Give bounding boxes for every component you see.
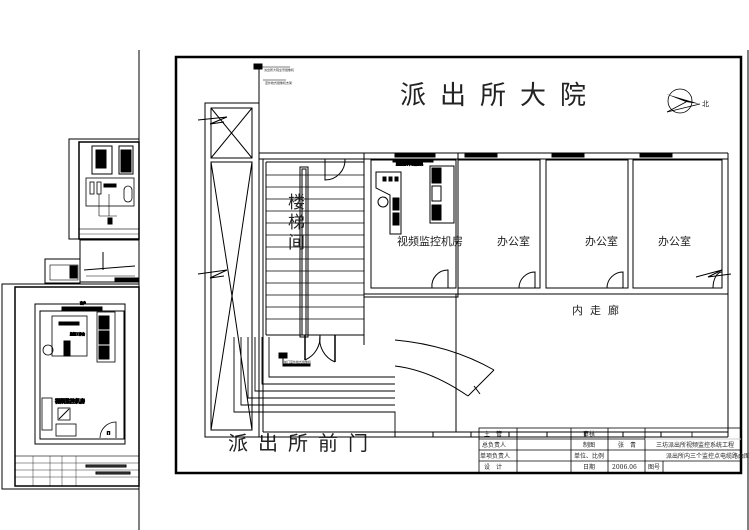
front-windows [394,431,728,438]
monitor-room [363,152,459,298]
thumb-monitor-room-label: 视频监控机房 [55,398,85,405]
sheet-border [174,55,743,475]
title-front-gate: 派出所前门 [228,431,378,455]
office-2 [545,152,629,289]
thumbnail-monitor-room-sheet[interactable]: 窗户 监控工作台 视频监控机房 门 [1,283,140,490]
title-courtyard: 派出所大院 [400,81,600,111]
sheet-thumbnails: 窗户 监控工作台 视频监控机房 门 [1,50,749,530]
tb-drawn-label: 制图 [583,441,595,449]
tb-supervisor-label: 主 管 [484,430,502,438]
entrance-ramp [394,339,495,397]
tb-drawing-no-label: 图号 [648,464,660,471]
camera-front-gate-icon [278,352,311,367]
tb-project-name: 三坊派出所视频监控系统工程 [656,441,734,449]
north-arrow-icon: 北 [666,88,709,114]
stair-door-swing [324,158,346,181]
thumb-door-label: 门 [107,430,110,435]
thumb-console-label: 监控工作台 [70,331,85,336]
tb-drawing-name: 派出所内三个监控点电缆路由图 [666,452,749,460]
tb-date-value: 2006.06 [612,464,637,471]
front-entrance [304,334,336,363]
thumb-window-label: 窗户 [80,300,86,305]
tb-drawn-value: 张 青 [618,441,636,449]
stairwell-label-2: 梯 [288,213,305,233]
camera-roof-icon [253,63,290,103]
thumbnail-route-sheet[interactable] [79,239,140,283]
tb-date-label: 日期 [583,463,595,471]
office-1-label: 办公室 [497,234,530,248]
stairwell-label-1: 楼 [288,193,305,213]
tb-review-label: 审核 [583,430,595,438]
north-label: 北 [702,100,709,108]
office-3 [632,152,732,289]
roof-camera-label-2: 室外枪式摄像机支架 [265,80,292,85]
monitor-room-camera-label: 监控室内半球摄像机 [396,161,423,166]
elevator-shaft [197,102,260,438]
office-2-label: 办公室 [585,234,618,248]
roof-camera-label-1: 派出所大院全景摄像机 [264,67,294,72]
tb-design-label: 设 计 [484,463,502,471]
stairwell [265,161,365,345]
corridor-label: 内 走 廊 [572,303,619,317]
tb-unit-scale-label: 单位、比例 [574,452,604,460]
stairwell-label-3: 间 [288,233,305,253]
cable-routes [233,337,396,437]
tb-chief-label: 总负责人 [482,441,506,449]
office-1 [457,152,541,289]
tb-project-lead-label: 单项负责人 [480,452,510,460]
monitor-room-label: 视频监控机房 [397,234,463,248]
camera-dome-monitor-room-icon [392,158,434,163]
thumbnail-schedule-sheet[interactable] [44,258,81,284]
office-3-label: 办公室 [658,234,691,248]
front-gate-camera-label: 前门室外枪式摄像机 [284,359,311,364]
title-block [478,427,742,474]
stair-treads [266,174,364,320]
thumbnail-equipment-sheet[interactable] [68,138,140,240]
main-floor-plan-sheet: 派出所大院 派出所前门 北 [174,55,749,475]
